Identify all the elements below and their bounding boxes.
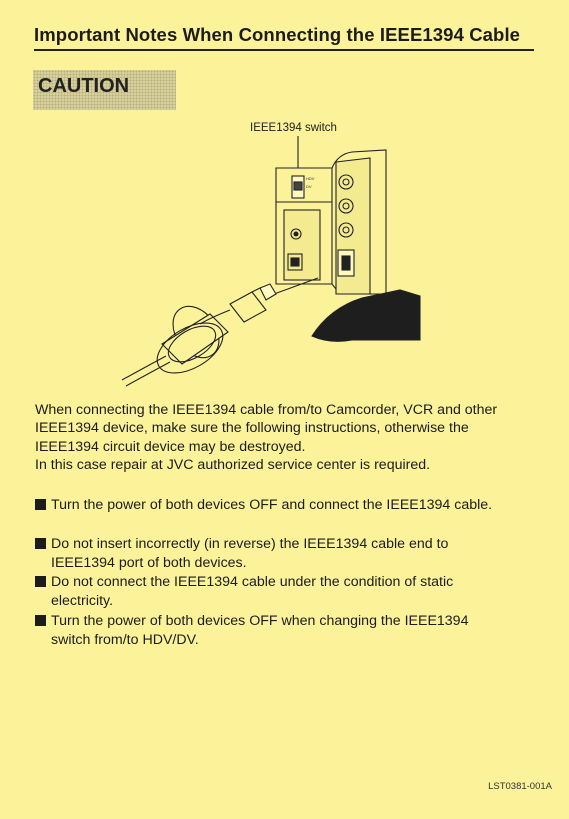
bullet-line: switch from/to HDV/DV. — [51, 631, 199, 648]
document-code: LST0381-001A — [488, 781, 552, 792]
svg-text:HDV: HDV — [306, 176, 315, 181]
bullet-item: Turn the power of both devices OFF when … — [35, 612, 545, 649]
caution-banner: CAUTION — [33, 70, 176, 110]
bullet-square-icon — [35, 499, 46, 510]
intro-line: When connecting the IEEE1394 cable from/… — [35, 402, 498, 418]
svg-text:DV: DV — [306, 184, 312, 189]
bullet-line: Turn the power of both devices OFF and c… — [51, 497, 493, 513]
bullet-line: electricity. — [51, 592, 114, 609]
bullet-item: Do not connect the IEEE1394 cable under … — [35, 573, 545, 610]
bullet-line: Do not connect the IEEE1394 cable under … — [51, 574, 454, 590]
bullet-square-icon — [35, 538, 46, 549]
cable-plug-icon — [229, 291, 267, 323]
bullet-line: Do not insert incorrectly (in reverse) t… — [51, 536, 449, 552]
intro-line: IEEE1394 device, make sure the following… — [35, 420, 469, 437]
bullet-line: Turn the power of both devices OFF when … — [51, 613, 469, 629]
bullet-item: Turn the power of both devices OFF and c… — [35, 496, 545, 515]
connection-diagram: HDV DV — [121, 136, 421, 387]
bullet-square-icon — [35, 576, 46, 587]
bullet-square-icon — [35, 615, 46, 626]
intro-line: IEEE1394 circuit device may be destroyed… — [35, 438, 306, 455]
intro-paragraph: When connecting the IEEE1394 cable from/… — [35, 401, 545, 475]
caution-label: CAUTION — [38, 75, 130, 97]
bullet-line: IEEE1394 port of both devices. — [51, 554, 247, 571]
page-title: Important Notes When Connecting the IEEE… — [34, 24, 534, 51]
bullet-item: Do not insert incorrectly (in reverse) t… — [35, 535, 545, 572]
intro-line: In this case repair at JVC authorized se… — [35, 457, 431, 474]
switch-callout-label: IEEE1394 switch — [250, 122, 337, 134]
